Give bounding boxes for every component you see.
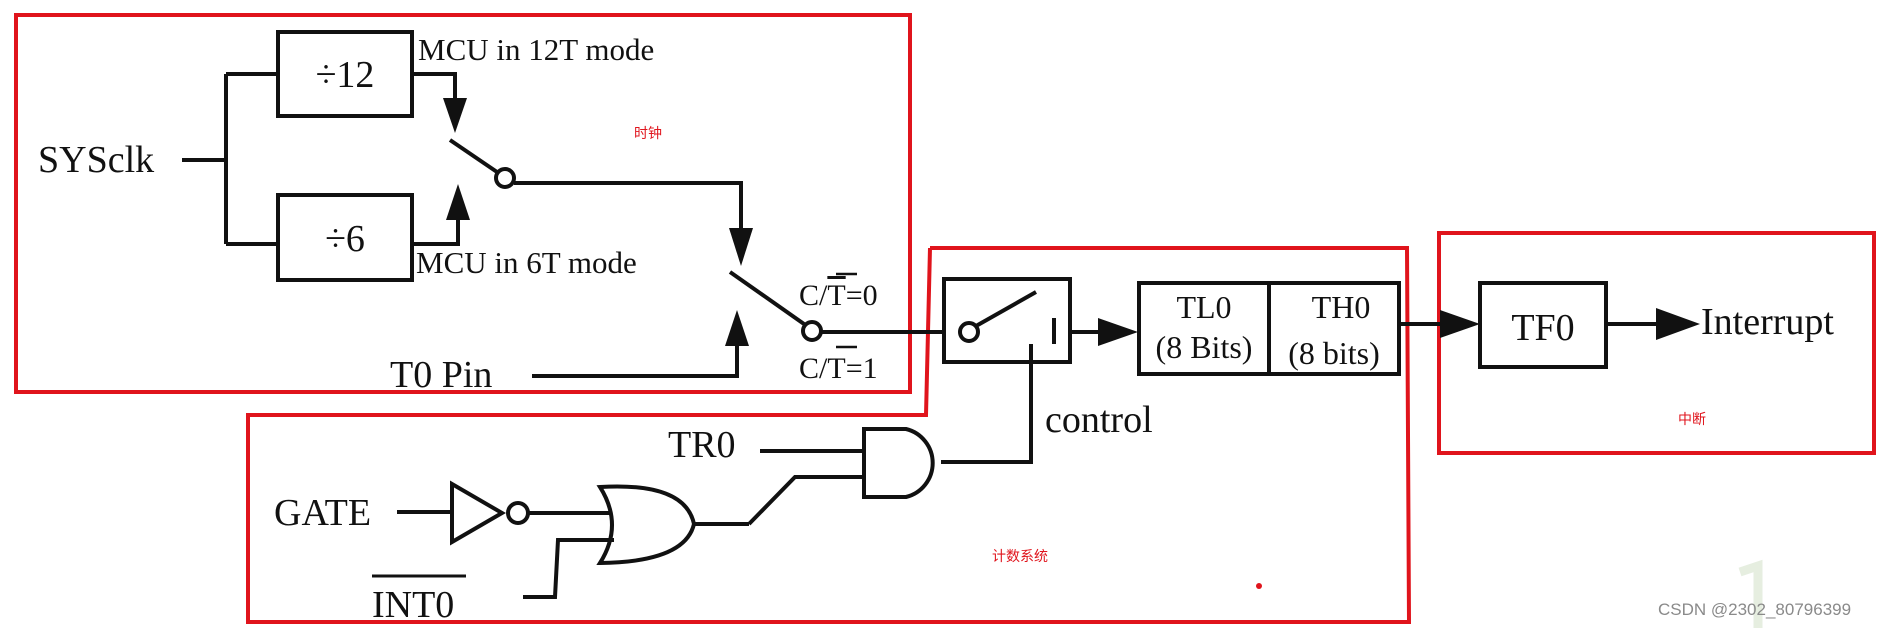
t0-pin-label: T0 Pin (390, 354, 492, 396)
prescaler-switch-pivot (494, 167, 516, 189)
watermark-text: CSDN @2302_80796399 (1658, 600, 1851, 619)
counting-system-region-frame (246, 246, 1412, 624)
run-switch-input-node (958, 321, 980, 343)
div12-label: ÷12 (316, 54, 375, 96)
ct-switch-blade (728, 270, 806, 326)
ct-0-label: C/T=0 (799, 279, 878, 312)
div6-output-wire (412, 215, 460, 246)
gate-label: GATE (274, 492, 371, 534)
watermark-stroke (1738, 559, 1763, 628)
tl0-register (1137, 281, 1271, 376)
interrupt-region-frame (1437, 231, 1876, 455)
sysclk-label: SYSclk (38, 139, 154, 181)
div6-box (276, 193, 414, 282)
clock-region-label: 时钟 (634, 125, 662, 142)
not-gate-bubble (506, 501, 530, 525)
prescaler-switch-blade (448, 138, 499, 174)
mode-6t-label: MCU in 6T mode (416, 245, 637, 280)
div12-box (276, 30, 414, 118)
prescaler-output-wire (514, 181, 743, 240)
control-label: control (1045, 399, 1153, 441)
int0-label: INT0 (372, 584, 454, 626)
red-dot-mark (1256, 583, 1262, 589)
tr0-label: TR0 (668, 424, 736, 466)
t0-pin-arrowhead (725, 310, 749, 346)
interrupt-arrowhead (1656, 308, 1700, 340)
tl0-bits: (8 Bits) (1156, 329, 1253, 365)
and-gate (862, 427, 935, 499)
div12-arrowhead (443, 98, 467, 133)
ct-switch-pivot (801, 320, 823, 342)
tf0-label: TF0 (1511, 307, 1574, 349)
and-gate-input-b-wire (747, 475, 864, 526)
clock-region-frame (14, 13, 912, 394)
interrupt-label: Interrupt (1701, 301, 1834, 343)
div6-label: ÷6 (325, 218, 365, 260)
counting-system-region-label: 计数系统 (992, 549, 1048, 565)
run-switch-blade (975, 290, 1037, 328)
interrupt-region-label: 中断 (1678, 412, 1706, 428)
not-gate (450, 480, 506, 546)
run-control-switch-box (942, 277, 1072, 364)
prescaler-output-arrowhead (729, 228, 753, 266)
mode-12t-label: MCU in 12T mode (418, 32, 654, 67)
int0-wire (523, 538, 614, 599)
th0-bits: (8 bits) (1288, 335, 1380, 371)
th0-name: TH0 (1312, 289, 1371, 325)
overflow-arrowhead (1440, 310, 1480, 338)
or-gate (596, 484, 697, 566)
t0-pin-wire (532, 340, 739, 378)
th0-register (1267, 281, 1401, 376)
tf0-box (1478, 281, 1608, 369)
sysclk-wire (182, 72, 278, 246)
run-switch-output-arrowhead (1098, 318, 1138, 346)
tl0-name: TL0 (1176, 289, 1231, 325)
ct-1-label: C/T=1 (799, 352, 878, 385)
div6-arrowhead (446, 184, 470, 220)
run-switch-control-wire (941, 344, 1033, 464)
